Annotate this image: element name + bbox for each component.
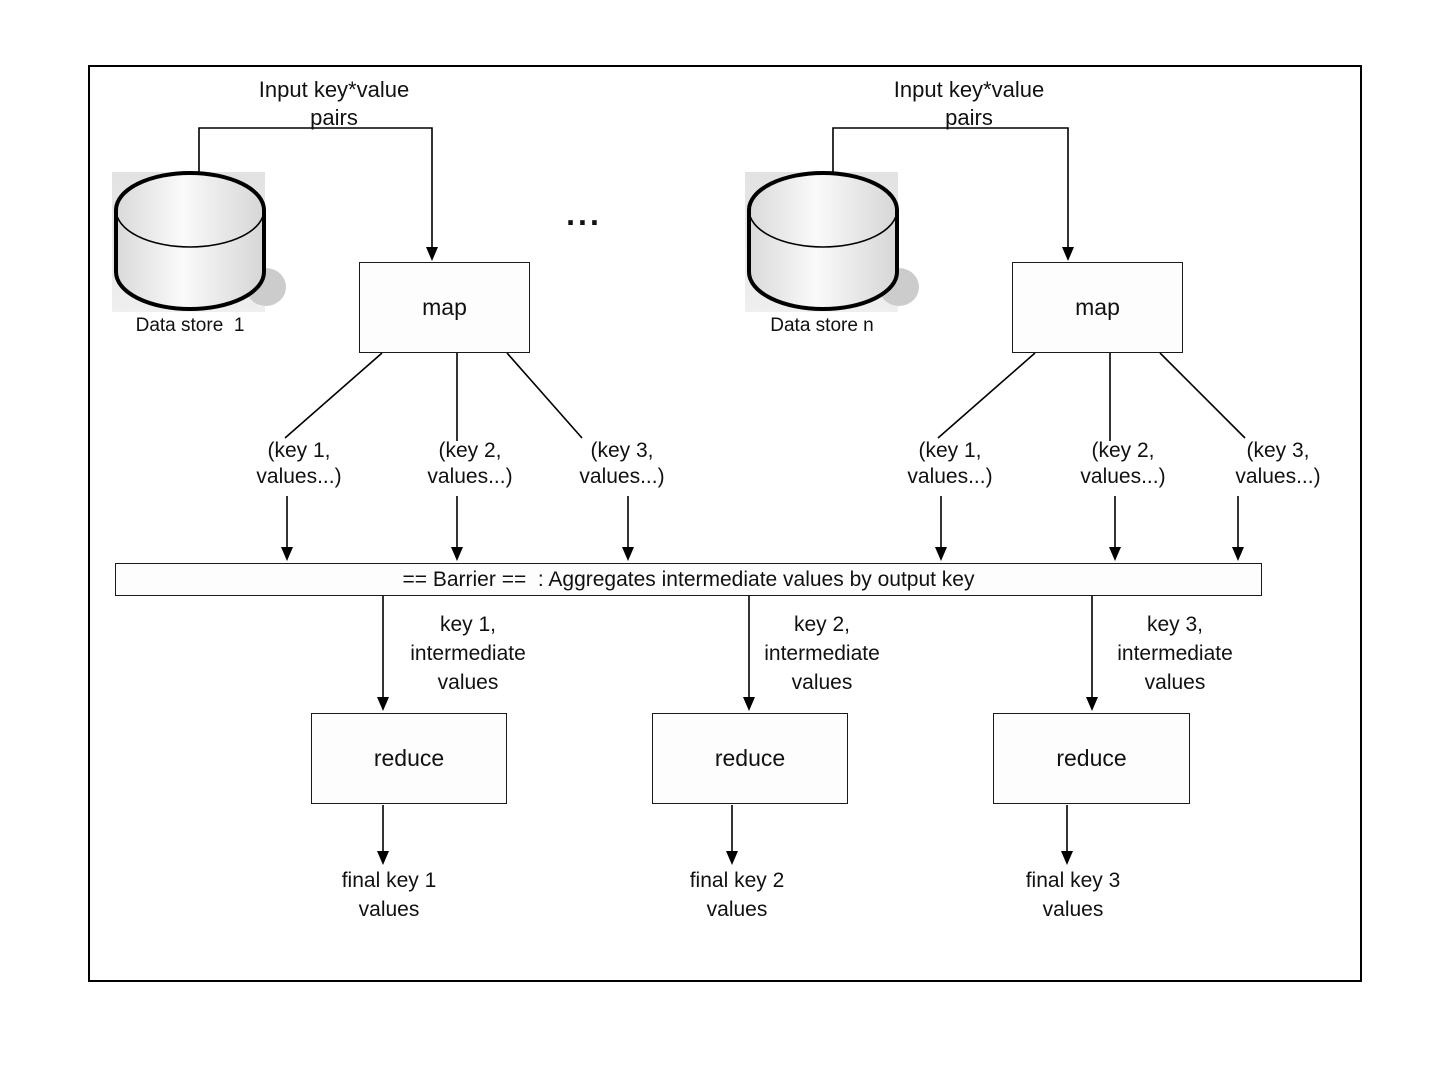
map1-out-line-1 [284,352,383,439]
reduce3-input-label: key 3, intermediate values [1117,613,1233,694]
map2-output-key1: (key 1, values...) [907,439,993,488]
reduce-box-3-label: reduce [1056,745,1127,771]
barrier-label: == Barrier == : Aggregates intermediate … [402,567,975,591]
map2-output-key3: (key 3, values...) [1235,439,1321,488]
map-box-2-label: map [1075,294,1120,320]
final-output-2: final key 2 values [689,869,785,921]
barrier-bar: == Barrier == : Aggregates intermediate … [115,563,1262,596]
diagram-border [88,65,1362,982]
reduce-box-1-label: reduce [373,745,445,771]
map1-output-key1: (key 1, values...) [256,439,342,488]
datastore-icon-n [745,171,919,312]
map2-out-line-3 [1159,352,1246,439]
input-elbow-right [832,127,1074,261]
datastore-label-n: Data store n [770,315,874,336]
final-output-3: final key 3 values [1025,869,1121,921]
map-box-2: map [1012,262,1183,353]
map1-output-key3: (key 3, values...) [579,439,665,488]
datastore-label-1: Data store 1 [135,315,245,336]
map1-out-line-3 [506,352,583,439]
reduce-box-2: reduce [652,713,848,804]
map-box-1: map [359,262,530,353]
map-box-1-label: map [422,294,467,320]
input-pairs-label-left: Input key*value pairs [258,77,410,130]
reduce-box-2-label: reduce [714,745,786,771]
input-elbow-left [198,127,438,261]
map2-output-key2: (key 2, values...) [1080,439,1166,488]
input-pairs-label-right: Input key*value pairs [893,77,1045,130]
reduce-box-1: reduce [311,713,507,804]
reduce1-input-label: key 1, intermediate values [410,613,526,694]
reduce-box-3: reduce [993,713,1190,804]
reduce2-input-label: key 2, intermediate values [764,613,880,694]
pipelines-ellipsis: ... [566,196,602,232]
map2-out-line-1 [937,352,1036,439]
map1-output-key2: (key 2, values...) [427,439,513,488]
final-output-1: final key 1 values [341,869,437,921]
datastore-icon-1 [112,171,286,312]
